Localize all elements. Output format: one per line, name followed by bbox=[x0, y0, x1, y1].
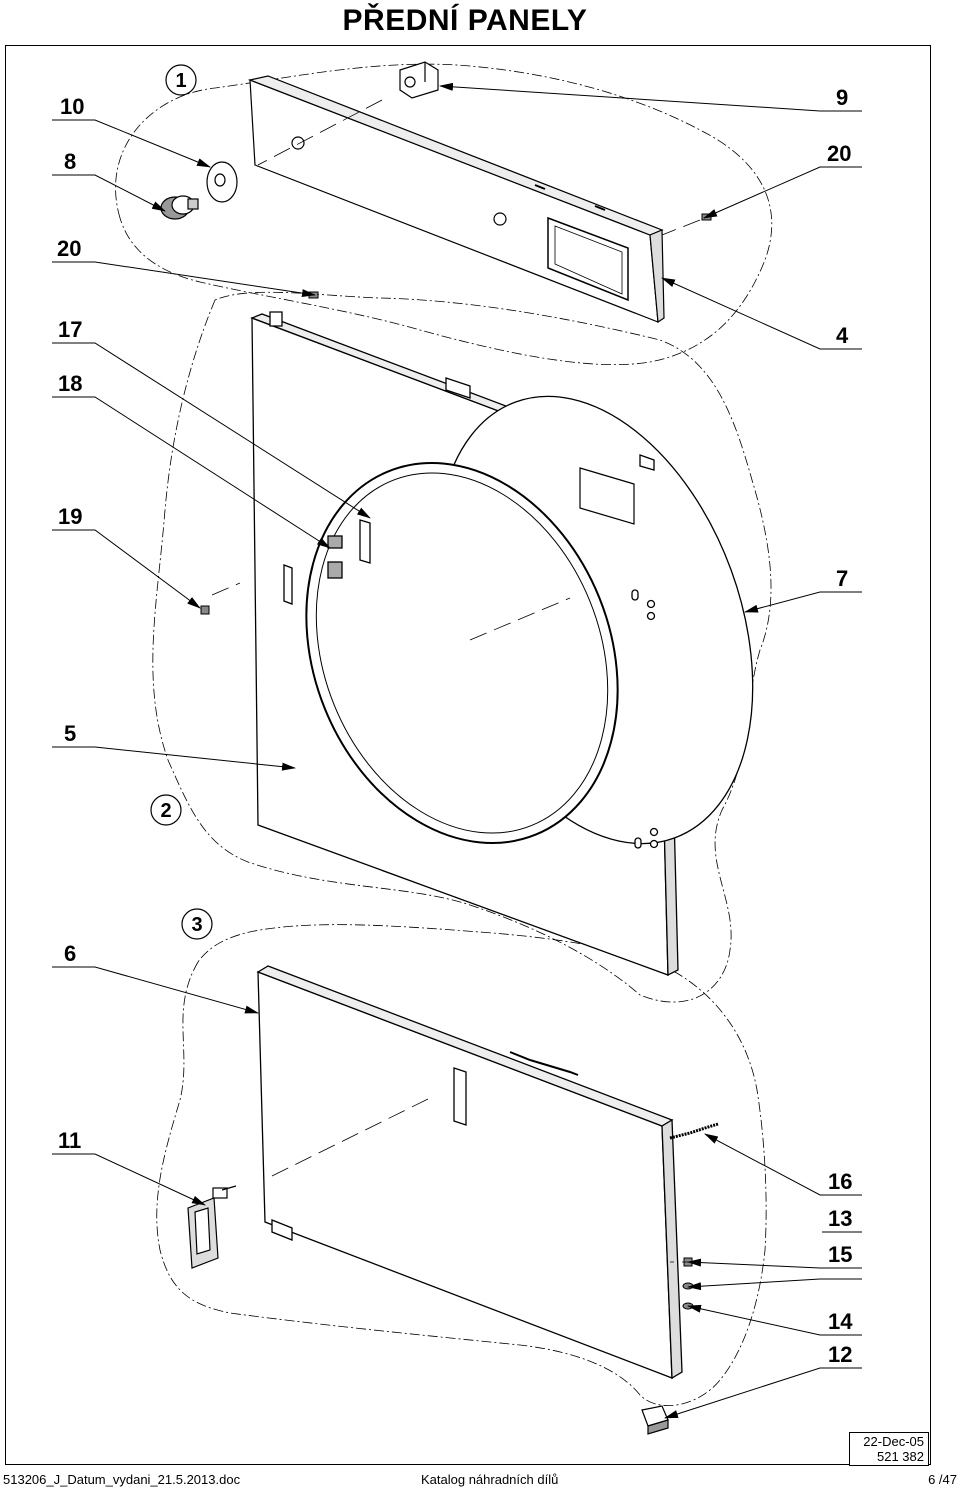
callout-15: 15 bbox=[828, 1242, 852, 1267]
callout-10: 10 bbox=[60, 94, 84, 119]
callout-16: 16 bbox=[828, 1169, 852, 1194]
page-title: PŘEDNÍ PANELY bbox=[342, 4, 588, 37]
callout-19: 19 bbox=[58, 504, 82, 529]
group-marker-1: 1 bbox=[175, 70, 186, 92]
group-marker-3: 3 bbox=[191, 914, 202, 936]
group-marker-3-circle bbox=[181, 908, 213, 940]
footer-page-number: 6 /47 bbox=[928, 1472, 957, 1487]
group-marker-2: 2 bbox=[160, 800, 171, 822]
callout-13: 13 bbox=[828, 1206, 852, 1231]
callout-7: 7 bbox=[836, 566, 848, 591]
washer-part-10 bbox=[206, 161, 238, 203]
callout-20-left: 20 bbox=[57, 236, 81, 261]
callout-8: 8 bbox=[64, 149, 76, 174]
group-marker-labels: 1 2 3 bbox=[160, 70, 202, 936]
group-outline-2 bbox=[152, 291, 772, 1003]
callout-20-right: 20 bbox=[827, 141, 851, 166]
callout-17: 17 bbox=[58, 317, 82, 342]
clip-part-9 bbox=[399, 61, 439, 99]
screw-part-19 bbox=[200, 605, 210, 615]
group-markers bbox=[150, 64, 213, 940]
stamp-code: 521 382 bbox=[877, 1449, 924, 1464]
callout-18: 18 bbox=[58, 371, 82, 396]
group-outline-1 bbox=[115, 63, 773, 366]
group-outline-3 bbox=[156, 924, 767, 1407]
drawing-frame bbox=[5, 45, 931, 1465]
callout-12: 12 bbox=[828, 1342, 852, 1367]
revision-stamp: 22-Dec-05 521 382 bbox=[849, 1432, 929, 1466]
callout-14: 14 bbox=[828, 1309, 853, 1334]
knob-part-8 bbox=[160, 195, 199, 220]
group-marker-1-circle bbox=[165, 64, 197, 96]
callout-6: 6 bbox=[64, 941, 76, 966]
footer-catalog-title: Katalog náhradních dílů bbox=[421, 1472, 559, 1487]
group-outlines bbox=[115, 63, 773, 1407]
callout-labels: 10 8 20 17 18 19 5 6 11 9 20 4 7 16 13 1… bbox=[57, 85, 853, 1367]
fastener-parts bbox=[682, 1257, 694, 1310]
footer-filename: 513206_J_Datum_vydani_21.5.2013.doc bbox=[3, 1472, 241, 1487]
label-underlines bbox=[822, 110, 862, 1369]
assembly-lines bbox=[211, 99, 701, 1263]
callout-9: 9 bbox=[836, 85, 848, 110]
callout-11: 11 bbox=[58, 1128, 81, 1153]
stamp-date: 22-Dec-05 bbox=[863, 1434, 924, 1449]
callout-5: 5 bbox=[64, 721, 76, 746]
callout-4: 4 bbox=[836, 323, 849, 348]
foot-part-12 bbox=[641, 1405, 669, 1435]
front-panel bbox=[250, 311, 754, 977]
group-marker-2-circle bbox=[150, 794, 182, 826]
latch-part-11 bbox=[187, 1185, 237, 1269]
top-control-panel bbox=[247, 75, 665, 324]
lower-panel bbox=[256, 965, 719, 1380]
